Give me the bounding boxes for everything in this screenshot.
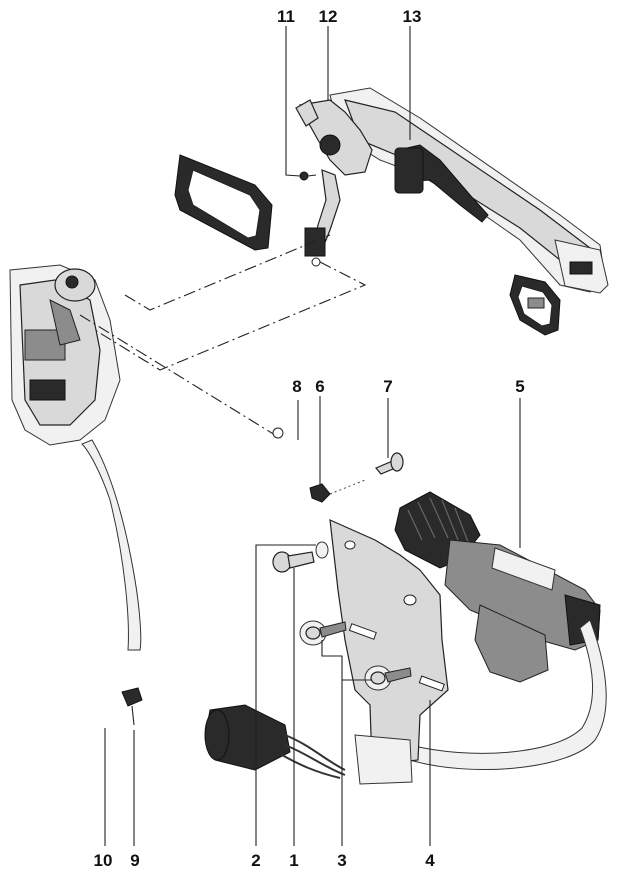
assembly-lines bbox=[79, 234, 367, 436]
callout-11: 11 bbox=[277, 7, 295, 26]
callout-6: 6 bbox=[315, 377, 324, 396]
screw-washer-upper bbox=[299, 620, 347, 646]
callout-12: 12 bbox=[319, 7, 338, 26]
electrical-connector bbox=[204, 704, 346, 779]
spring-clip bbox=[309, 479, 366, 503]
lock-lever-assembly bbox=[295, 99, 373, 267]
handle-gasket-small bbox=[509, 274, 561, 336]
callout-5: 5 bbox=[515, 377, 524, 396]
leader-lines bbox=[104, 26, 521, 846]
callout-10: 10 bbox=[94, 851, 113, 870]
control-cable bbox=[81, 439, 142, 651]
grommet-screw bbox=[121, 687, 143, 726]
clevis-pin bbox=[375, 452, 404, 475]
callout-13: 13 bbox=[403, 7, 422, 26]
callout-9: 9 bbox=[130, 851, 139, 870]
washer bbox=[315, 541, 329, 559]
callout-1: 1 bbox=[289, 851, 298, 870]
door-handle-assembly bbox=[329, 87, 609, 294]
small-screw bbox=[299, 171, 317, 181]
bolt bbox=[272, 551, 315, 573]
small-ring bbox=[272, 427, 284, 439]
callout-8: 8 bbox=[292, 377, 301, 396]
callout-2: 2 bbox=[251, 851, 260, 870]
callout-4: 4 bbox=[425, 851, 435, 870]
callout-3: 3 bbox=[337, 851, 346, 870]
screw-washer-lower bbox=[364, 665, 412, 691]
mounting-bracket bbox=[329, 519, 449, 785]
callout-labels: 11 12 13 8 6 7 5 10 9 2 1 3 4 bbox=[94, 7, 525, 870]
handle-gasket-large bbox=[174, 154, 273, 251]
door-lock-mechanism bbox=[9, 264, 121, 446]
callout-7: 7 bbox=[383, 377, 392, 396]
